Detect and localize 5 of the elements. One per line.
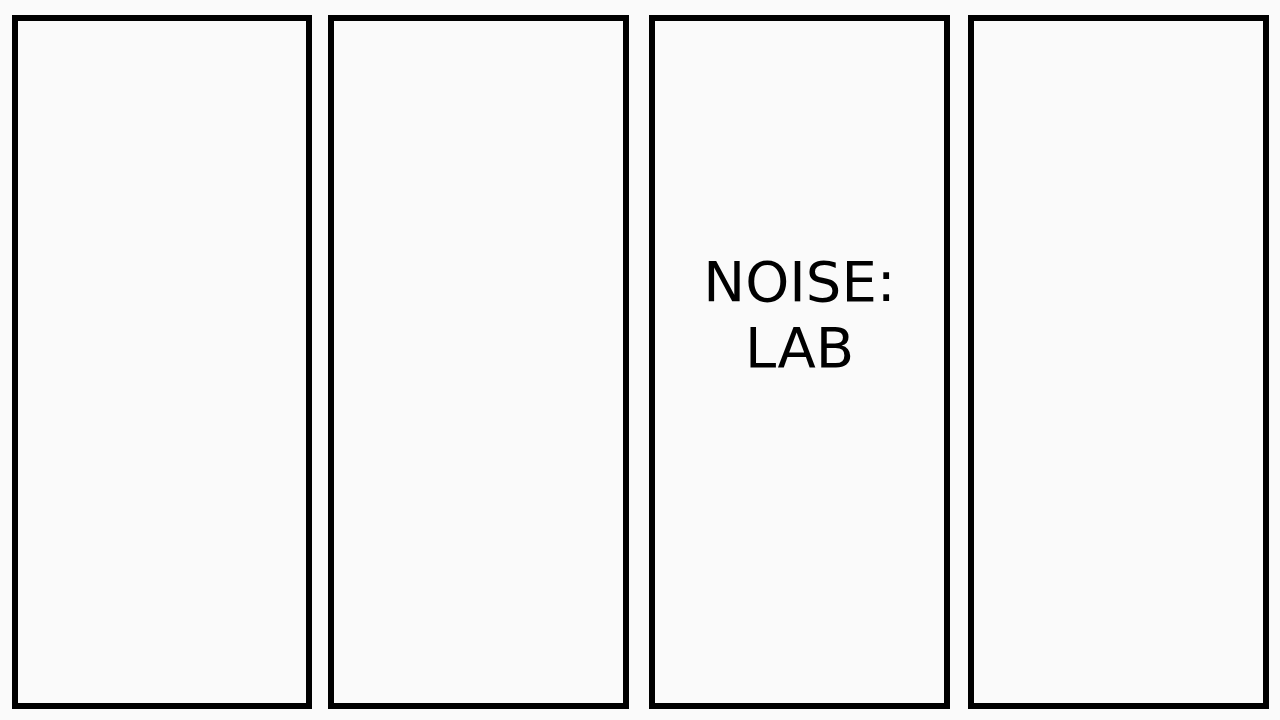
- empty-panel: [328, 15, 629, 709]
- panel-box: [649, 15, 950, 709]
- empty-panel: [968, 15, 1269, 709]
- empty-panel: [12, 15, 312, 709]
- panel-title: NOISE: LAB: [702, 249, 897, 381]
